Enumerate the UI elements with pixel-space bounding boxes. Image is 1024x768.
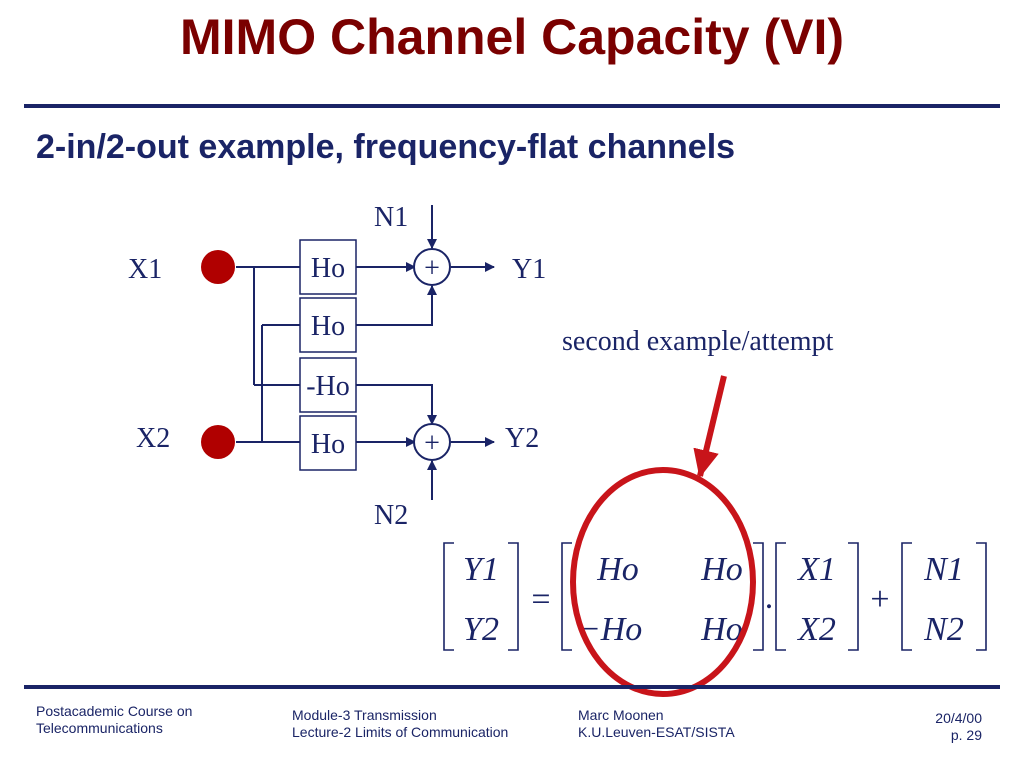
input-label-x2: X2 [136, 423, 170, 454]
slide-subtitle: 2-in/2-out example, frequency-flat chann… [36, 128, 736, 166]
eq-equals: = [531, 581, 550, 618]
eq-h11: Ho [596, 551, 639, 588]
bracket-n-left [901, 542, 912, 651]
channel-block-4: Ho [299, 415, 357, 471]
source-dot-x1 [201, 250, 235, 284]
footer-author-affiliation: K.U.Leuven-ESAT/SISTA [578, 724, 735, 740]
bracket-x-left [775, 542, 786, 651]
footer-divider [24, 685, 1000, 689]
eq-y2: Y2 [463, 611, 499, 648]
bracket-h-right [753, 542, 764, 651]
channel-block-1-label: Ho [311, 253, 345, 284]
bracket-x-right [848, 542, 859, 651]
eq-n2: N2 [923, 611, 964, 648]
annotation-text: second example/attempt [562, 326, 834, 357]
slide-title: MIMO Channel Capacity (VI) [180, 9, 844, 65]
noise-label-n1: N1 [374, 202, 408, 233]
footer-course-line2: Telecommunications [36, 720, 163, 736]
highlight-arrow [693, 375, 727, 478]
eq-n1: N1 [923, 551, 964, 588]
adder-1-symbol: + [424, 253, 440, 284]
noise-label-n2: N2 [374, 500, 408, 531]
channel-block-1: Ho [299, 239, 357, 295]
footer-module-line1: Module-3 Transmission [292, 707, 437, 723]
bracket-y-right [508, 542, 519, 651]
adder-2-symbol: + [424, 428, 440, 459]
adder-2: + [413, 423, 451, 461]
eq-h22: Ho [700, 611, 743, 648]
eq-x2: X2 [796, 611, 836, 648]
eq-h12: Ho [700, 551, 743, 588]
bracket-y-left [443, 542, 454, 651]
footer-course: Postacademic Course on Telecommunication… [36, 703, 192, 737]
bracket-h-left [561, 542, 572, 651]
adder-1: + [413, 248, 451, 286]
wire-block2-to-adder1 [356, 285, 437, 326]
input-label-x1: X1 [128, 254, 162, 285]
channel-block-2: Ho [299, 297, 357, 353]
highlight-ellipse [570, 467, 756, 697]
eq-plus: + [870, 581, 889, 618]
footer-meta: 20/4/00 p. 29 [884, 710, 982, 744]
footer-module-line2: Lecture-2 Limits of Communication [292, 724, 509, 740]
footer-date: 20/4/00 [935, 710, 982, 726]
matrix-equation: Y1 Y2 Ho Ho −Ho Ho X1 X2 N1 N2 = . + [443, 542, 987, 651]
bracket-n-right [976, 542, 987, 651]
output-label-y1: Y1 [512, 254, 546, 285]
channel-block-3-label: -Ho [306, 371, 350, 402]
signal-wires [236, 205, 495, 500]
bracket-lines [443, 542, 987, 651]
wire-block3-to-adder2 [356, 384, 437, 425]
title-divider [24, 104, 1000, 108]
footer-author: Marc Moonen K.U.Leuven-ESAT/SISTA [578, 707, 735, 741]
source-dot-x2 [201, 425, 235, 459]
eq-y1: Y1 [463, 551, 499, 588]
footer-author-name: Marc Moonen [578, 707, 664, 723]
footer-page-number: p. 29 [950, 727, 982, 743]
footer-module: Module-3 Transmission Lecture-2 Limits o… [292, 707, 508, 741]
channel-block-3: -Ho [299, 357, 357, 413]
eq-x1: X1 [796, 551, 836, 588]
channel-block-4-label: Ho [311, 429, 345, 460]
channel-block-2-label: Ho [311, 311, 345, 342]
output-label-y2: Y2 [505, 423, 539, 454]
eq-dot: . [765, 579, 774, 616]
footer-course-line1: Postacademic Course on [36, 703, 193, 719]
